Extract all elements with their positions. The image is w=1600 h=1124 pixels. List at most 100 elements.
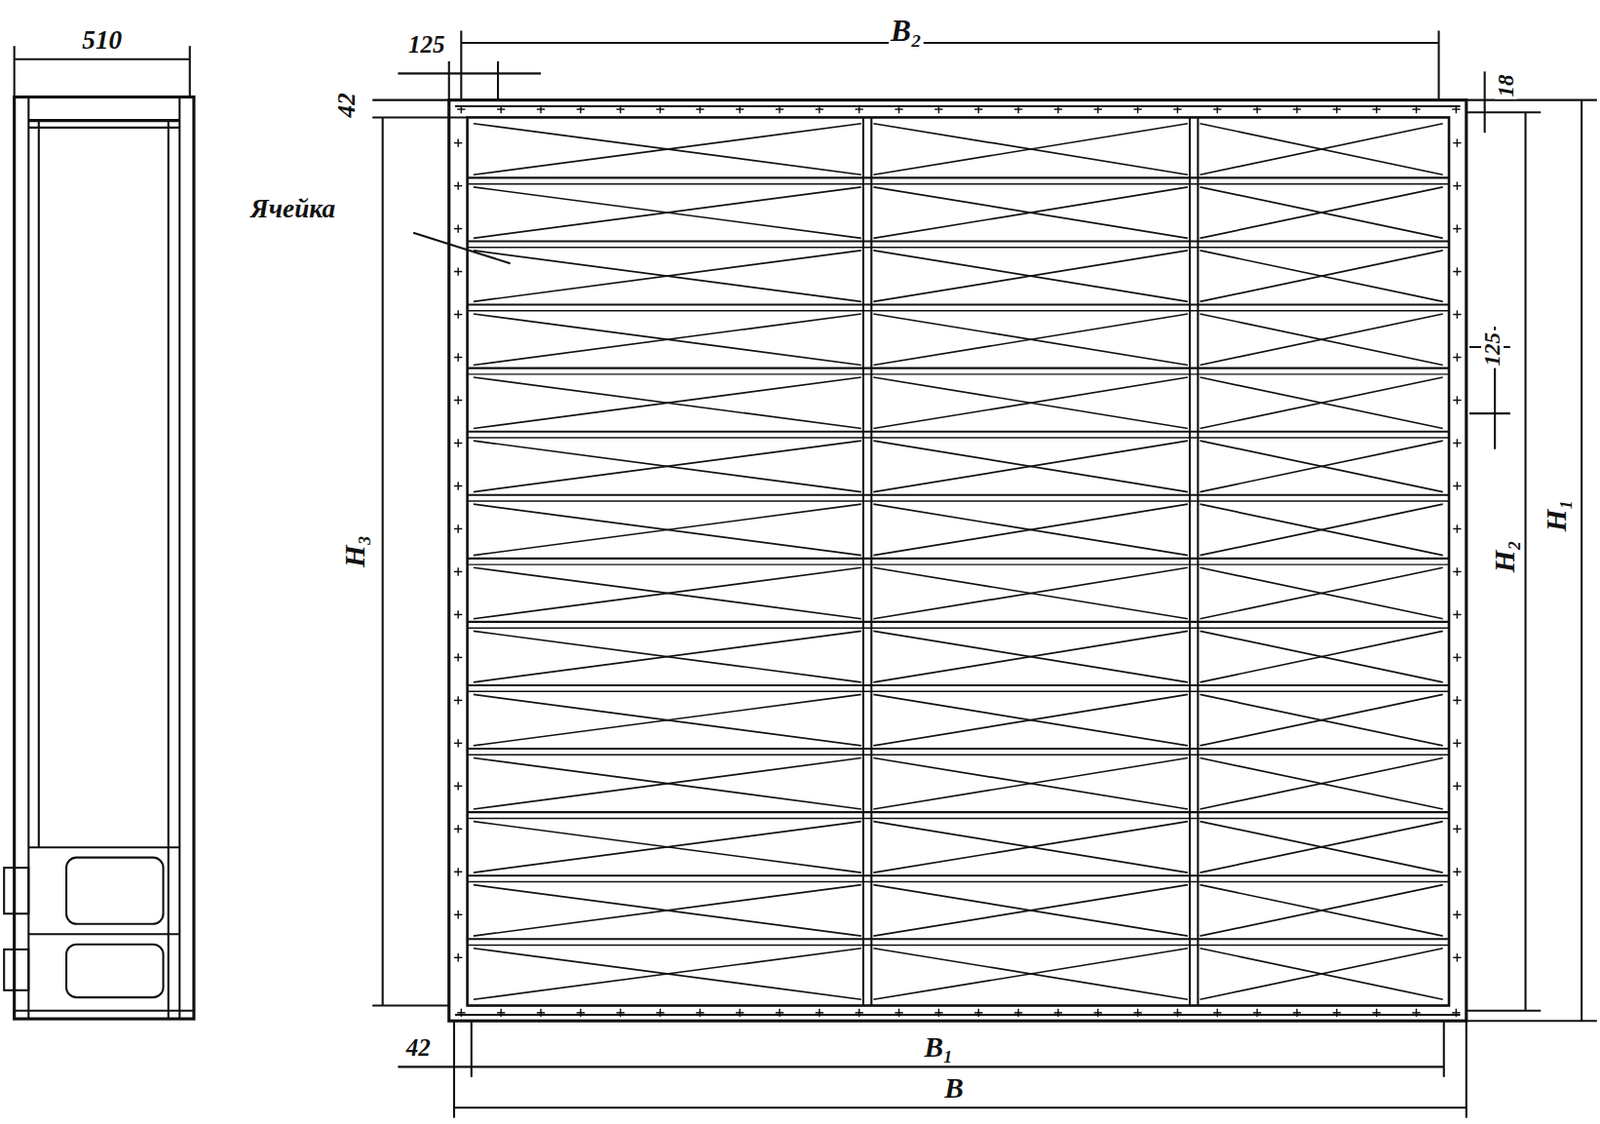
frame-line — [457, 781, 458, 790]
frame-line — [467, 309, 1449, 311]
frame-line — [873, 567, 1188, 619]
frame-line — [870, 116, 873, 1005]
frame-line — [1200, 757, 1444, 809]
frame-line — [873, 123, 1188, 176]
frame-line — [1200, 123, 1444, 176]
frame-line — [473, 250, 862, 303]
frame-line — [1200, 948, 1444, 1000]
frame-line — [467, 747, 1449, 750]
frame-line — [873, 757, 1188, 809]
frame-line — [457, 824, 458, 833]
frame-line — [1200, 884, 1444, 937]
frame-line — [473, 948, 862, 1000]
frame-line — [659, 1008, 661, 1017]
frame-line — [467, 430, 1449, 433]
frame-line — [1200, 630, 1444, 683]
frame-line — [778, 1008, 780, 1017]
frame-line — [1200, 630, 1444, 683]
frame-line — [1456, 395, 1458, 404]
frame-line — [1200, 440, 1444, 493]
frame-line — [1200, 377, 1444, 429]
dimension-label: H₂ — [1490, 537, 1520, 574]
frame-line — [1456, 824, 1458, 833]
frame-line — [473, 630, 862, 683]
frame-line — [873, 440, 1188, 493]
frame-line — [873, 377, 1188, 429]
frame-line — [473, 757, 862, 809]
frame-line — [457, 738, 458, 747]
frame-line — [1456, 652, 1458, 661]
frame-line — [579, 105, 581, 114]
frame-line — [1200, 440, 1444, 493]
frame-line — [873, 377, 1188, 429]
frame-line — [873, 250, 1188, 303]
frame-line — [1200, 313, 1444, 366]
frame-line — [473, 250, 862, 303]
frame-line — [1017, 105, 1019, 114]
frame-line — [457, 910, 458, 918]
dimension-label: 125 — [406, 33, 448, 58]
frame-line — [457, 224, 458, 232]
frame-line — [1097, 1008, 1099, 1017]
dimension-label: B₁ — [921, 1032, 955, 1062]
frame-line — [1456, 738, 1458, 747]
frame-line — [738, 1008, 740, 1017]
dimension-label: H₁ — [1542, 496, 1571, 534]
frame-line — [1455, 1008, 1457, 1017]
frame-line — [467, 499, 1449, 501]
frame-line — [1200, 821, 1444, 874]
frame-line — [1456, 781, 1458, 790]
frame-line — [1200, 313, 1444, 366]
frame-line — [473, 821, 862, 874]
frame-line — [473, 503, 862, 556]
frame-line — [778, 105, 780, 114]
frame-line — [457, 652, 458, 661]
dimension-label: 125 — [1480, 330, 1503, 369]
dimension-label: 18 — [1494, 72, 1518, 99]
frame-line — [457, 438, 458, 447]
frame-line — [457, 138, 458, 147]
frame-line — [473, 948, 862, 1000]
frame-line — [457, 952, 458, 961]
frame-line — [659, 105, 661, 114]
frame-line — [1456, 910, 1458, 918]
frame-line — [467, 874, 1449, 877]
frame-line — [457, 481, 458, 490]
frame-line — [1200, 250, 1444, 303]
frame-line — [1295, 1008, 1297, 1017]
frame-line — [473, 377, 862, 429]
frame-line — [1256, 105, 1258, 114]
frame-line — [873, 884, 1188, 937]
dimension-label: 42 — [404, 1034, 433, 1060]
frame-line — [1456, 266, 1458, 275]
frame-line — [938, 105, 940, 114]
frame-line — [467, 239, 1449, 242]
frame-line — [1256, 1008, 1258, 1017]
frame-line — [1375, 105, 1377, 114]
frame-line — [457, 609, 458, 618]
frame-line — [1200, 757, 1444, 809]
frame-line — [1200, 503, 1444, 556]
frame-line — [1097, 105, 1099, 114]
frame-line — [467, 557, 1449, 560]
frame-line — [873, 821, 1188, 874]
frame-line — [467, 690, 1449, 692]
frame-line — [873, 630, 1188, 683]
frame-line — [619, 1008, 621, 1017]
frame-line — [467, 754, 1449, 756]
frame-line — [1455, 105, 1457, 114]
dimension-label: 510 — [79, 27, 124, 54]
frame-line — [467, 183, 1449, 185]
frame-line — [1137, 105, 1139, 114]
frame-line — [1200, 187, 1444, 239]
frame-line — [467, 937, 1449, 940]
frame-line — [1456, 567, 1458, 575]
frame-line — [1200, 884, 1444, 937]
part-name: Ячейка — [248, 195, 338, 223]
frame-line — [873, 440, 1188, 493]
frame-line — [1200, 948, 1444, 1000]
frame-line — [1200, 567, 1444, 619]
frame-line — [473, 440, 862, 493]
frame-line — [1137, 1008, 1139, 1017]
frame-line — [1295, 105, 1297, 114]
